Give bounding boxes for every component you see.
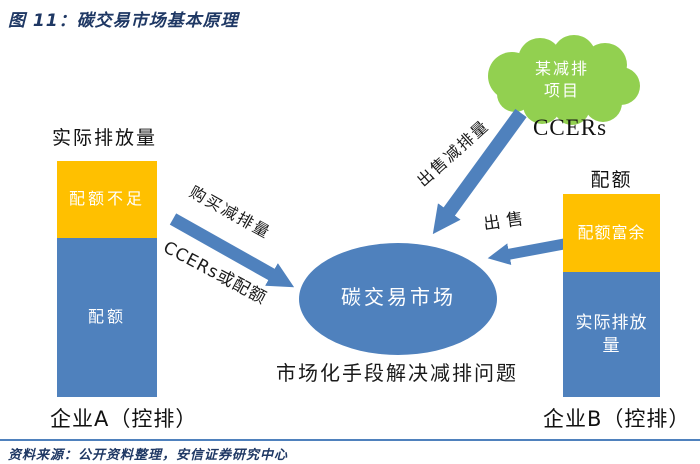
figure-title: 图 11：碳交易市场基本原理: [8, 11, 239, 31]
reduction-project-label-line1: 某减排: [534, 59, 589, 78]
ccers-label: CCERs: [533, 115, 608, 140]
enterprise-a-bar: 配额不足 配额: [57, 161, 157, 397]
enterprise-b-bar: 配额富余 实际排放量: [563, 194, 660, 397]
reduction-project-cloud: [488, 35, 640, 125]
buy-arrow: [169, 213, 295, 288]
sell-arrow: [487, 238, 566, 266]
enterprise-a-shortage-label: 配额不足: [68, 189, 145, 209]
enterprise-b-emission-label: 实际排放量: [575, 313, 648, 356]
enterprise-b-top-label: 配额: [590, 169, 633, 191]
reduction-project-label: 某减排 项目: [522, 58, 602, 101]
enterprise-b-surplus-label: 配额富余: [577, 222, 646, 242]
sell-reduction-arrow: [432, 108, 527, 235]
enterprise-a-shortage-segment: 配额不足: [57, 161, 157, 238]
carbon-market-label: 碳交易市场: [341, 285, 456, 309]
footer-divider: [0, 439, 700, 441]
enterprise-b-name: 企业B（控排）: [543, 407, 691, 431]
enterprise-a-quota-segment: 配额: [57, 238, 157, 397]
enterprise-b-surplus-segment: 配额富余: [563, 194, 660, 272]
carbon-market-ellipse: [299, 243, 497, 355]
enterprise-a-quota-label: 配额: [87, 307, 126, 327]
enterprise-a-top-label: 实际排放量: [52, 127, 158, 149]
enterprise-a-name: 企业A（控排）: [50, 407, 198, 431]
reduction-project-label-line2: 项目: [543, 80, 580, 100]
source-note: 资料来源：公开资料整理，安信证券研究中心: [8, 448, 289, 463]
market-caption: 市场化手段解决减排问题: [276, 361, 518, 385]
enterprise-b-emission-segment: 实际排放量: [563, 272, 660, 397]
